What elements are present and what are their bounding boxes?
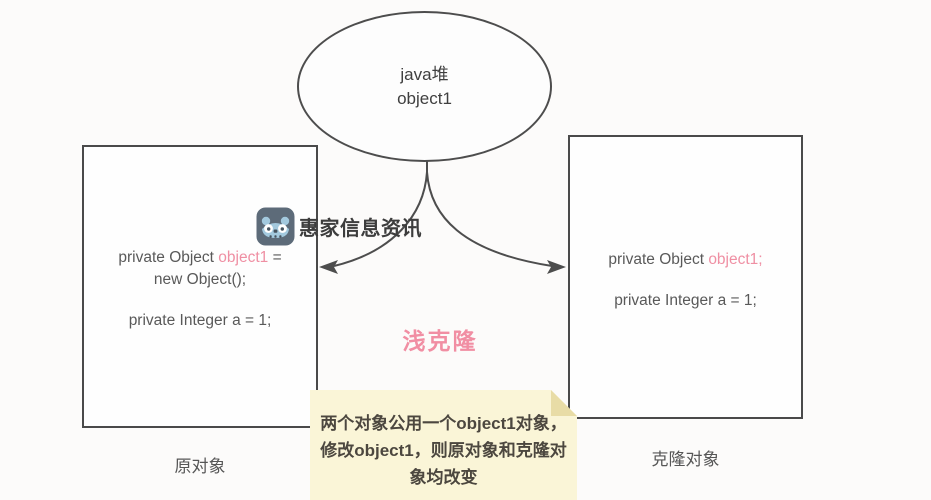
original-code: private Object object1 = new Object(); p… xyxy=(82,247,318,332)
code-var-pink: object1; xyxy=(708,251,763,268)
clone-object-box xyxy=(568,135,803,419)
shallow-clone-label: 浅克隆 xyxy=(402,328,478,354)
code-var-pink: object1 xyxy=(218,249,269,266)
heap-line-2: object1 xyxy=(397,88,452,108)
note-sticky xyxy=(310,390,577,500)
arrowhead-right-icon xyxy=(547,260,566,274)
robot-icon xyxy=(256,207,295,246)
clone-code-line-1: private Object object1; xyxy=(568,249,803,271)
code-text: = xyxy=(268,249,282,266)
original-object-label: 原对象 xyxy=(174,457,226,476)
code-text: private Object xyxy=(118,249,219,266)
arrowhead-left-icon xyxy=(319,260,338,274)
heap-line-1: java堆 xyxy=(400,64,449,84)
note-text: 两个对象公用一个object1对象， 修改object1，则原对象和克隆对 象均… xyxy=(316,410,571,491)
clone-code-line-2: private Integer a = 1; xyxy=(614,292,757,309)
note-line-3: 象均改变 xyxy=(409,468,478,487)
note-line-2: 修改object1，则原对象和克隆对 xyxy=(320,441,567,460)
code-text: private Object xyxy=(608,251,709,268)
original-code-line-3: private Integer a = 1; xyxy=(128,312,272,329)
clone-object-label: 克隆对象 xyxy=(651,450,720,469)
java-heap-ellipse: java堆 object1 xyxy=(297,11,552,162)
spacer xyxy=(568,271,803,290)
original-code-line-1: private Object object1 = xyxy=(82,247,318,269)
original-code-line-2: new Object(); xyxy=(153,271,247,288)
watermark-text: 惠家信息资讯 xyxy=(299,218,422,240)
watermark: 惠家信息资讯 xyxy=(256,207,422,246)
spacer xyxy=(82,291,318,310)
clone-code: private Object object1; private Integer … xyxy=(568,249,803,312)
arrow-curve-right xyxy=(426,171,553,267)
original-object-box xyxy=(82,145,318,428)
note-line-1: 两个对象公用一个object1对象， xyxy=(320,414,567,433)
